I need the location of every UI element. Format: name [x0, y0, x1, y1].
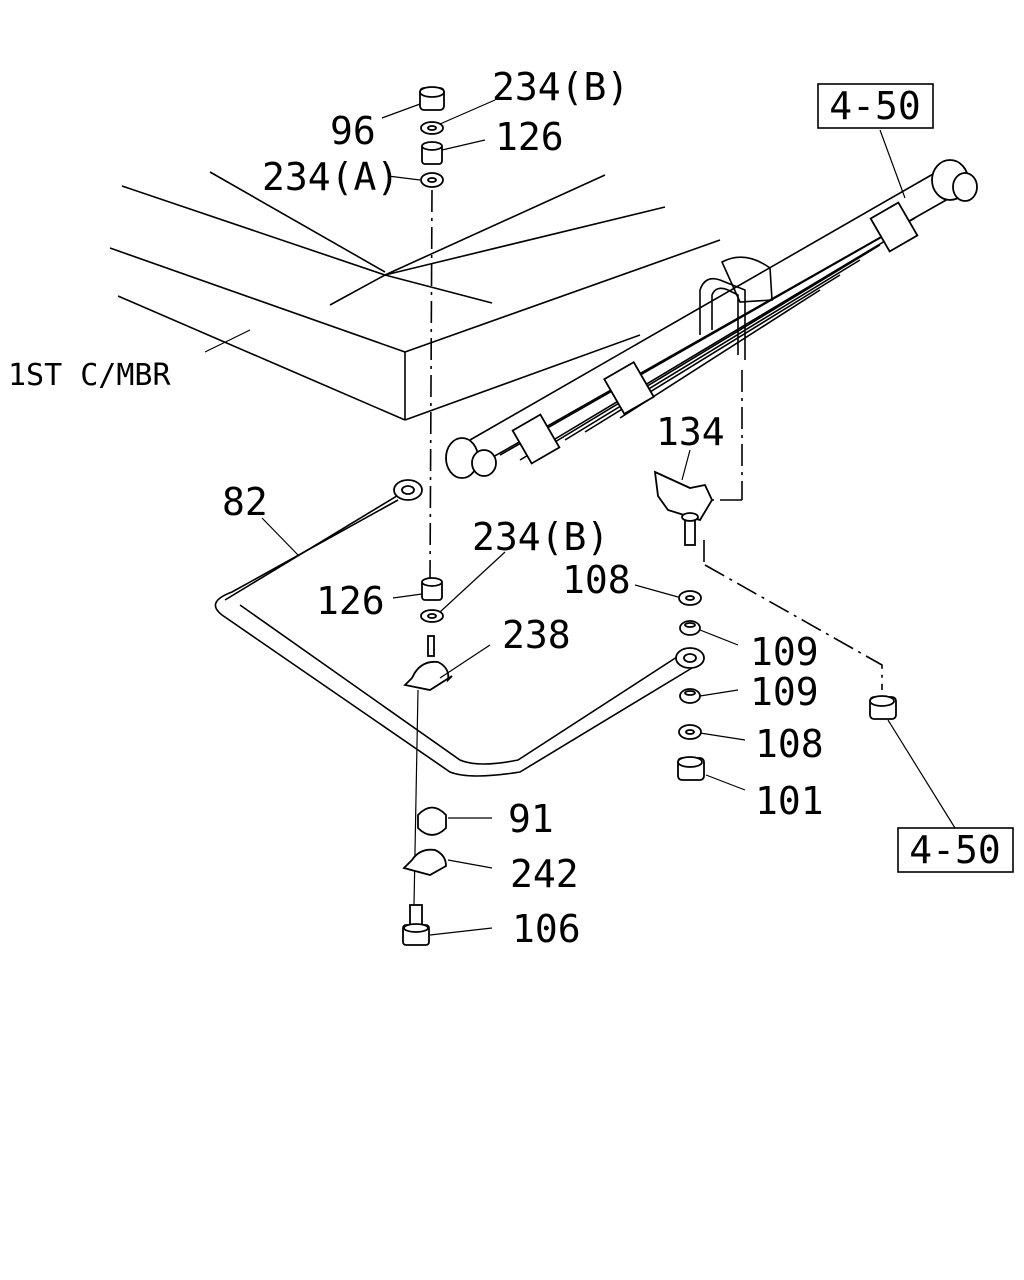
callout-108-top: 108	[562, 558, 631, 602]
ref-label-bottom: 4-50	[909, 828, 1001, 872]
callout-108-bottom: 108	[755, 722, 824, 766]
crossmember-label: 1ST C/MBR	[8, 358, 171, 393]
callout-109-bottom: 109	[750, 670, 819, 714]
callout-106: 106	[512, 907, 581, 951]
hardware-parts	[402, 86, 897, 946]
callout-234b-mid: 234(B)	[472, 515, 609, 559]
callout-126-mid: 126	[316, 579, 385, 623]
callout-126-top: 126	[495, 115, 564, 159]
stabilizer-bar	[214, 479, 705, 777]
crossmember-frame	[109, 171, 721, 421]
leaf-spring	[445, 159, 978, 479]
ref-label-top: 4-50	[829, 84, 921, 128]
callout-242: 242	[510, 852, 579, 896]
callout-134: 134	[656, 410, 725, 454]
callout-109-top: 109	[750, 630, 819, 674]
callout-238: 238	[502, 613, 571, 657]
callout-96: 96	[330, 109, 376, 153]
callout-101: 101	[755, 779, 824, 823]
callout-234b-top: 234(B)	[492, 65, 629, 109]
leader-lines	[261, 99, 956, 936]
callout-234a: 234(A)	[262, 155, 399, 199]
ref-box-top: 4-50	[817, 83, 934, 129]
callout-91: 91	[508, 797, 554, 841]
callout-82: 82	[222, 480, 268, 524]
ref-box-bottom: 4-50	[897, 827, 1014, 873]
